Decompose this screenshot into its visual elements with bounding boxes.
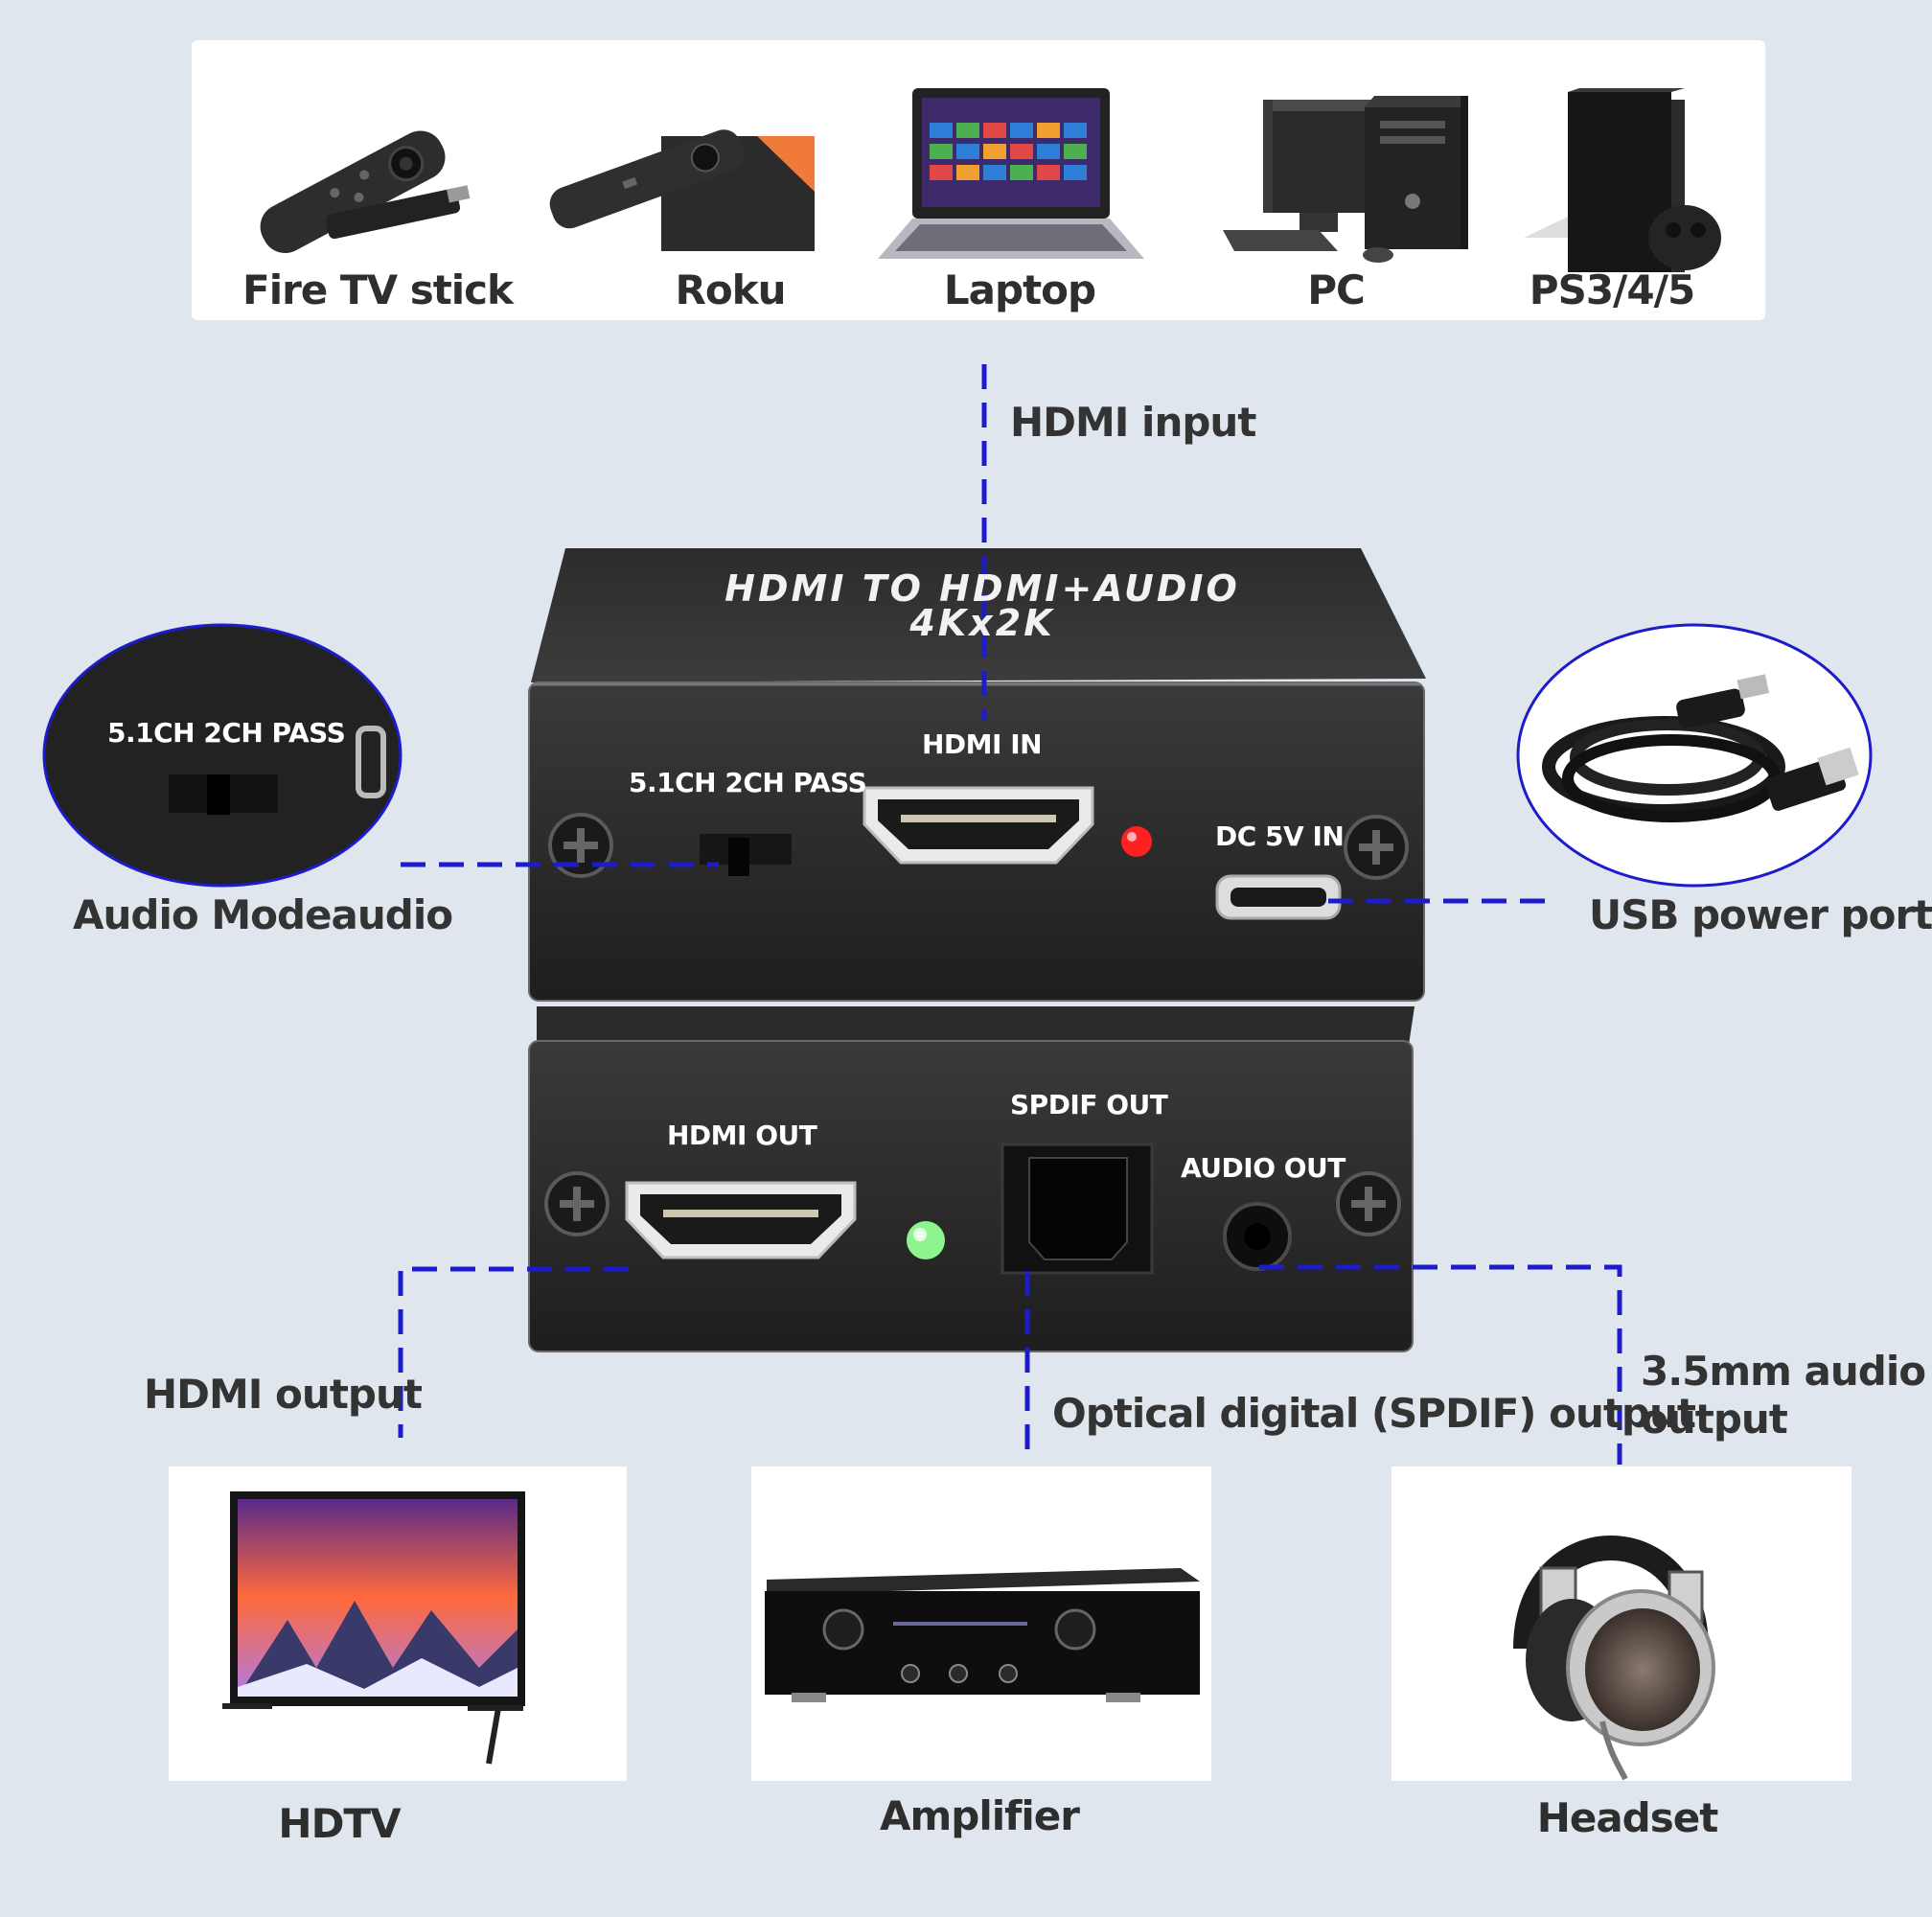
output-label-hdtv: HDTV [278,1800,401,1847]
callout-hdmi-input: HDMI input [1010,399,1256,446]
audio-out-label: AUDIO OUT [1181,1152,1346,1184]
connector-lines [398,364,1622,1465]
headphones-icon [1513,1536,1715,1781]
game-console-icon [1524,88,1721,272]
hdmi-audio-extractor-back [528,1006,1414,1352]
spdif-out-label: SPDIF OUT [1010,1089,1168,1120]
callout-hdmi-output: HDMI output [144,1371,423,1418]
audio-mode-switch-zoom [42,623,402,888]
callout-35mm-line2: output [1641,1396,1788,1443]
hdmi-out-label: HDMI OUT [667,1120,817,1151]
source-label-fire-tv: Fire TV stick [242,266,514,313]
source-label-laptop: Laptop [943,266,1096,313]
callout-audio-mode: Audio Modeaudio [73,891,453,938]
desktop-pc-icon [1223,96,1468,263]
switch-label: 5.1CH 2CH PASS [629,767,867,798]
hdmi-audio-extractor-front [528,548,1426,1002]
amplifier-icon [765,1568,1200,1702]
line-audio-35mm [1259,1264,1622,1465]
source-label-roku: Roku [675,266,786,313]
roku-box-icon [549,129,815,251]
dc-5v-in-label: DC 5V IN [1215,820,1345,852]
hdmi-in-label: HDMI IN [922,728,1043,760]
output-label-amplifier: Amplifier [880,1792,1080,1839]
source-label-console: PS3/4/5 [1529,266,1695,313]
fire-tv-stick-icon [260,130,471,254]
source-label-pc: PC [1307,266,1366,313]
callout-usb-power: USB power port [1589,891,1932,938]
device-title-line2: 4Kx2K [909,602,1055,644]
laptop-icon [878,88,1144,259]
zoom-switch-label: 5.1CH 2CH PASS [107,717,346,749]
output-label-headset: Headset [1536,1794,1719,1841]
device-title-line1: HDMI TO HDMI+AUDIO [724,567,1240,610]
usb-cable-zoom [1516,623,1873,888]
callout-35mm-line1: 3.5mm audio [1641,1348,1926,1395]
hdtv-icon [222,1491,525,1765]
callout-optical-output: Optical digital (SPDIF) output [1052,1390,1696,1437]
